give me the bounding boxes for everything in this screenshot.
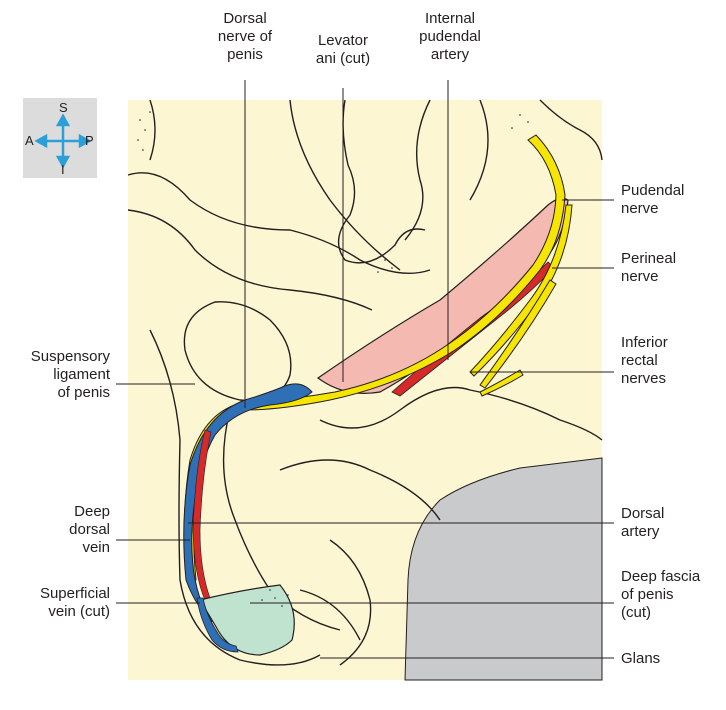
orientation-superior: S: [59, 100, 68, 115]
label-deep-fascia: Deep fascia of penis (cut): [621, 568, 725, 622]
label-internal-pudendal: Internal pudendal artery: [405, 10, 495, 64]
orientation-anterior: A: [25, 133, 34, 148]
label-superficial-vein: Superficial vein (cut): [2, 585, 110, 621]
label-dorsal-nerve: Dorsal nerve of penis: [205, 10, 285, 64]
orientation-compass: S I A P: [23, 98, 97, 178]
label-dorsal-artery: Dorsal artery: [621, 505, 721, 541]
label-perineal-nerve: Perineal nerve: [621, 250, 721, 286]
label-glans: Glans: [621, 650, 721, 668]
orientation-posterior: P: [85, 133, 94, 148]
label-deep-dorsal-vein: Deep dorsal vein: [10, 503, 110, 557]
label-levator-ani: Levator ani (cut): [303, 32, 383, 68]
label-pudendal-nerve: Pudendal nerve: [621, 182, 721, 218]
label-inferior-rectal: Inferior rectal nerves: [621, 334, 721, 388]
label-suspensory: Suspensory ligament of penis: [2, 348, 110, 402]
orientation-inferior: I: [61, 162, 65, 177]
